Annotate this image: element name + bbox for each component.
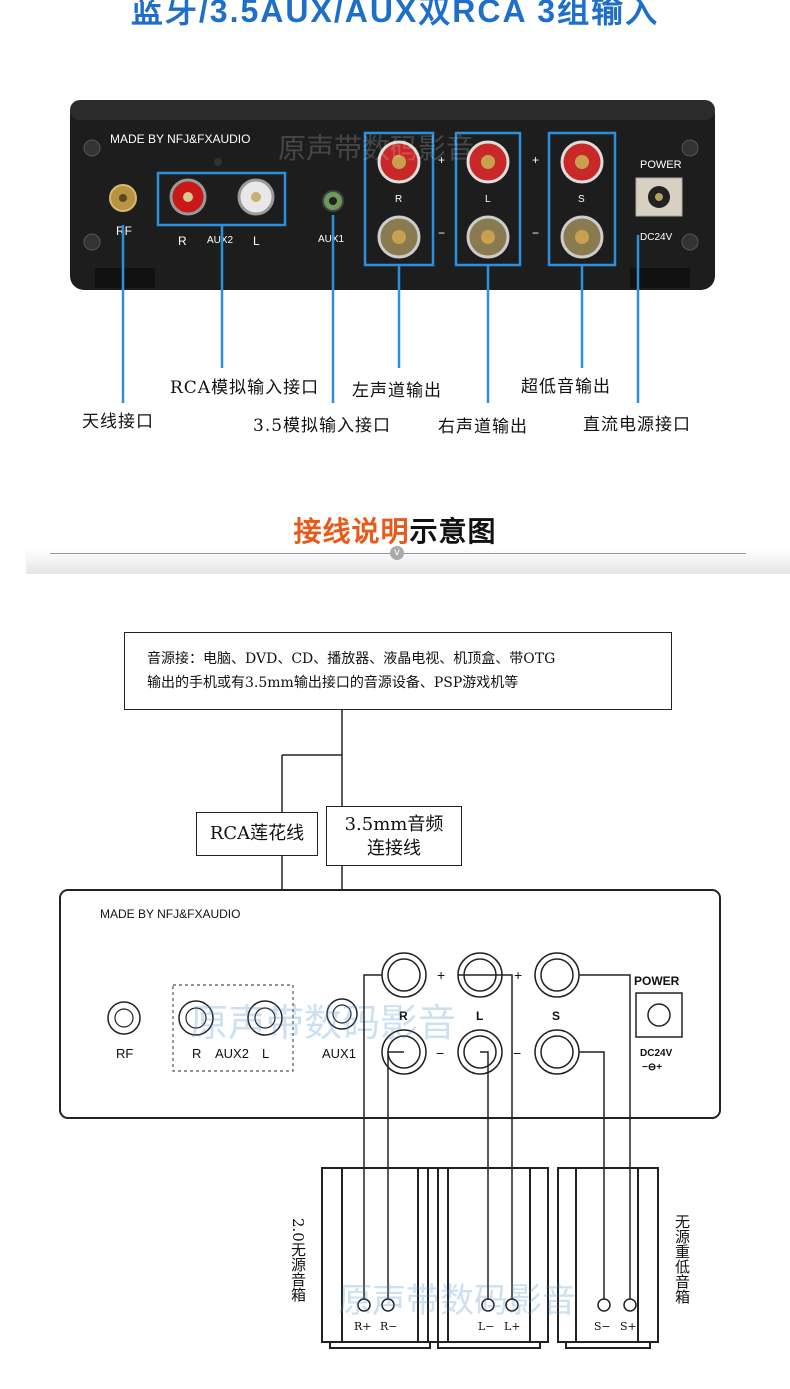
- svg-text:R: R: [178, 234, 187, 248]
- aux-cable-line-2: 连接线: [367, 838, 421, 859]
- svg-text:−: −: [436, 1045, 444, 1061]
- svg-text:L: L: [253, 234, 260, 248]
- svg-text:+: +: [514, 967, 522, 983]
- section-badge: v: [390, 546, 404, 560]
- aux-cable-line-1: 3.5mm音频: [344, 814, 444, 835]
- watermark-speakers: 原声带数码影音: [338, 1281, 576, 1321]
- svg-text:DC24V: DC24V: [640, 1048, 673, 1059]
- antenna-annotation: 天线接口: [82, 412, 154, 432]
- svg-text:−: −: [513, 1045, 521, 1061]
- rf-jack-diagram: [107, 1001, 141, 1035]
- svg-text:L−: L−: [478, 1320, 495, 1333]
- svg-text:−: −: [532, 226, 539, 240]
- rca-r-jack-diagram: [178, 1000, 214, 1036]
- svg-text:R: R: [192, 1046, 201, 1061]
- svg-text:R+: R+: [354, 1320, 372, 1333]
- made-by-diagram: MADE BY NFJ&FXAUDIO: [100, 907, 240, 921]
- section-band: [26, 548, 790, 574]
- svg-text:AUX1: AUX1: [318, 234, 345, 245]
- power-jack-diagram: [635, 992, 683, 1038]
- svg-text:S−: S−: [594, 1320, 611, 1333]
- watermark-diagram: 原声带数码影音: [190, 1001, 456, 1045]
- section-title-part1: 接线说明: [293, 516, 410, 547]
- left-out-annotation: 左声道输出: [352, 381, 442, 401]
- wiring-diagram: MADE BY NFJ&FXAUDIO RF R AUX2 L AUX1 R L…: [59, 710, 721, 1349]
- svg-text:POWER: POWER: [634, 974, 680, 988]
- aux1-jack-diagram: [326, 998, 358, 1030]
- svg-text:AUX1: AUX1: [322, 1046, 356, 1061]
- section-title-part2: 示意图: [409, 516, 497, 547]
- aux-cable-box: 3.5mm音频 连接线: [326, 806, 462, 866]
- svg-text:L: L: [476, 1009, 483, 1023]
- source-line-1: 音源接：电脑、DVD、CD、播放器、液晶电视、机顶盒、带OTG: [147, 651, 556, 667]
- svg-text:DC24V: DC24V: [640, 232, 673, 243]
- svg-text:−⊖+: −⊖+: [642, 1062, 662, 1073]
- svg-text:R: R: [399, 1009, 408, 1023]
- svg-text:S+: S+: [620, 1320, 637, 1333]
- source-line-2: 输出的手机或有3.5mm输出接口的音源设备、PSP游戏机等: [147, 675, 519, 691]
- svg-text:S: S: [578, 194, 585, 205]
- sub-out-annotation: 超低音输出: [521, 377, 611, 397]
- svg-text:−: −: [438, 226, 445, 240]
- dc-power-annotation: 直流电源接口: [583, 415, 691, 435]
- svg-text:+: +: [438, 153, 445, 167]
- source-box: 音源接：电脑、DVD、CD、播放器、液晶电视、机顶盒、带OTG 输出的手机或有3…: [124, 632, 672, 710]
- section-title: 接线说明示意图: [0, 510, 790, 550]
- svg-text:L: L: [262, 1046, 269, 1061]
- header-title: 蓝牙/3.5AUX/AUX双RCA 3组输入: [130, 0, 660, 29]
- svg-text:R: R: [395, 194, 402, 205]
- product-photo: MADE BY NFJ&FXAUDIO RF R AUX2 L AUX1 R L…: [70, 100, 715, 290]
- made-by-photo: MADE BY NFJ&FXAUDIO: [110, 132, 250, 146]
- right-out-annotation: 右声道输出: [438, 417, 528, 437]
- annotation-lines: [121, 215, 640, 403]
- svg-text:+: +: [532, 153, 539, 167]
- svg-text:POWER: POWER: [640, 159, 682, 171]
- rca-cable-box: RCA莲花线: [196, 812, 318, 856]
- svg-text:RF: RF: [116, 1046, 133, 1061]
- svg-text:L+: L+: [504, 1320, 521, 1333]
- svg-text:+: +: [437, 967, 445, 983]
- rca-input-annotation: RCA模拟输入接口: [170, 378, 320, 398]
- svg-text:L: L: [485, 194, 491, 205]
- watermark-photo: 原声带数码影音: [278, 132, 474, 165]
- speaker-right-label: 无源重低音箱: [673, 1214, 691, 1304]
- svg-text:AUX2: AUX2: [215, 1046, 249, 1061]
- svg-text:S: S: [552, 1009, 560, 1023]
- rca-l-jack-diagram: [247, 1000, 283, 1036]
- aux-input-annotation: 3.5模拟输入接口: [253, 416, 392, 436]
- panel-outline: [59, 889, 721, 1119]
- svg-text:R−: R−: [380, 1320, 398, 1333]
- speaker-left-label: 2.0无源音箱: [289, 1218, 307, 1302]
- svg-text:AUX2: AUX2: [207, 235, 234, 246]
